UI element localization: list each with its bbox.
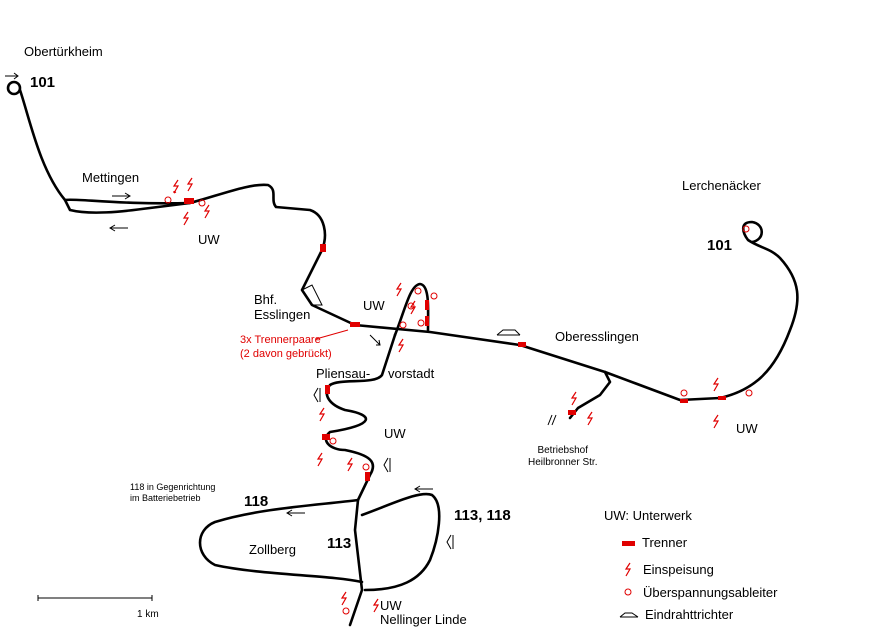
line-101-label: 101: [707, 237, 733, 254]
trenner-icon: [322, 434, 330, 440]
arrow-west-mettingen: [109, 224, 128, 232]
uw-label: UW: [198, 232, 220, 247]
place-bhf-esslingen: Bhf. Esslingen: [254, 292, 311, 322]
trenner-icon: [365, 472, 370, 481]
place-vorstadt: vorstadt: [388, 366, 435, 381]
legend-eindraht: Eindrahttrichter: [645, 607, 734, 622]
trenner-icon: [320, 244, 326, 252]
uw-label: UW: [380, 598, 402, 613]
uw-label: UW: [384, 426, 406, 441]
route-113-118: [324, 333, 397, 627]
trenner-icon: [568, 410, 576, 415]
route-101-west: [18, 88, 799, 402]
surge-arrester-markers: [164, 196, 753, 615]
trenner-icon: [325, 385, 330, 394]
trenner-icon: [184, 198, 194, 204]
trenner-markers: [184, 198, 726, 546]
place-obertuerkheim: Obertürkheim: [24, 44, 103, 59]
place-betriebshof: Betriebshof Heilbronner Str.: [528, 445, 598, 468]
trenner-icon: [350, 322, 360, 327]
legend-eindraht-icon: [619, 612, 639, 618]
arrow-east-mettingen: [112, 192, 131, 200]
arrow-obertuerkheim: [5, 72, 19, 80]
line-113-label: 113: [327, 535, 352, 552]
place-mettingen: Mettingen: [82, 170, 140, 185]
eindrahttrichter-icon: [547, 414, 557, 426]
trenner-icon: [425, 316, 429, 326]
route-113-118-loop: [360, 492, 441, 592]
battery-note: 118 in Gegenrichtung im Batteriebetrieb: [130, 482, 216, 503]
legend-trenner: Trenner: [642, 535, 688, 550]
place-pliensau: Pliensau-: [316, 366, 371, 381]
place-lerchenaecker: Lerchenäcker: [682, 178, 761, 193]
legend-ueberspannung: Überspannungsableiter: [643, 585, 778, 600]
uw-label: UW: [363, 298, 385, 313]
eindrahttrichter-icon: [496, 329, 521, 336]
trenner-icon: [680, 399, 688, 403]
place-zollberg: Zollberg: [249, 542, 296, 557]
legend-einspeisung: Einspeisung: [643, 562, 714, 577]
legend-trenner-icon: [622, 541, 635, 546]
place-oberesslingen: Oberesslingen: [555, 329, 639, 344]
route-uw-loop: [393, 282, 430, 337]
legend-uw: UW: Unterwerk: [604, 508, 692, 523]
place-nellinger-linde: Nellinger Linde: [380, 612, 467, 627]
trenner-icon: [518, 342, 526, 347]
trennerpaare-note: 3x Trennerpaare (2 davon gebrückt): [240, 334, 332, 360]
line-101-label: 101: [30, 74, 56, 91]
eindrahttrichter-icon: [383, 457, 391, 473]
scale-label: 1 km: [137, 609, 159, 620]
trenner-icon: [425, 300, 429, 310]
scale-bar: [37, 595, 153, 601]
uw-label: UW: [736, 421, 758, 436]
eindrahttrichter-icon: [446, 534, 454, 550]
route-zollberg-loop: [198, 498, 364, 584]
bhf-esslingen-loop: [301, 284, 323, 306]
line-118-label: 118: [244, 493, 269, 510]
feed-markers: [172, 177, 720, 613]
line-113-118-label: 113, 118: [454, 507, 511, 524]
arrow-bhf: [369, 334, 381, 346]
terminal-loop-obertuerkheim: [6, 80, 22, 96]
eindrahttrichter-icon: [313, 387, 321, 403]
arrow-118: [286, 509, 305, 517]
trenner-icon: [718, 396, 726, 400]
callout-line: [315, 329, 349, 340]
arrow-113: [414, 485, 433, 493]
